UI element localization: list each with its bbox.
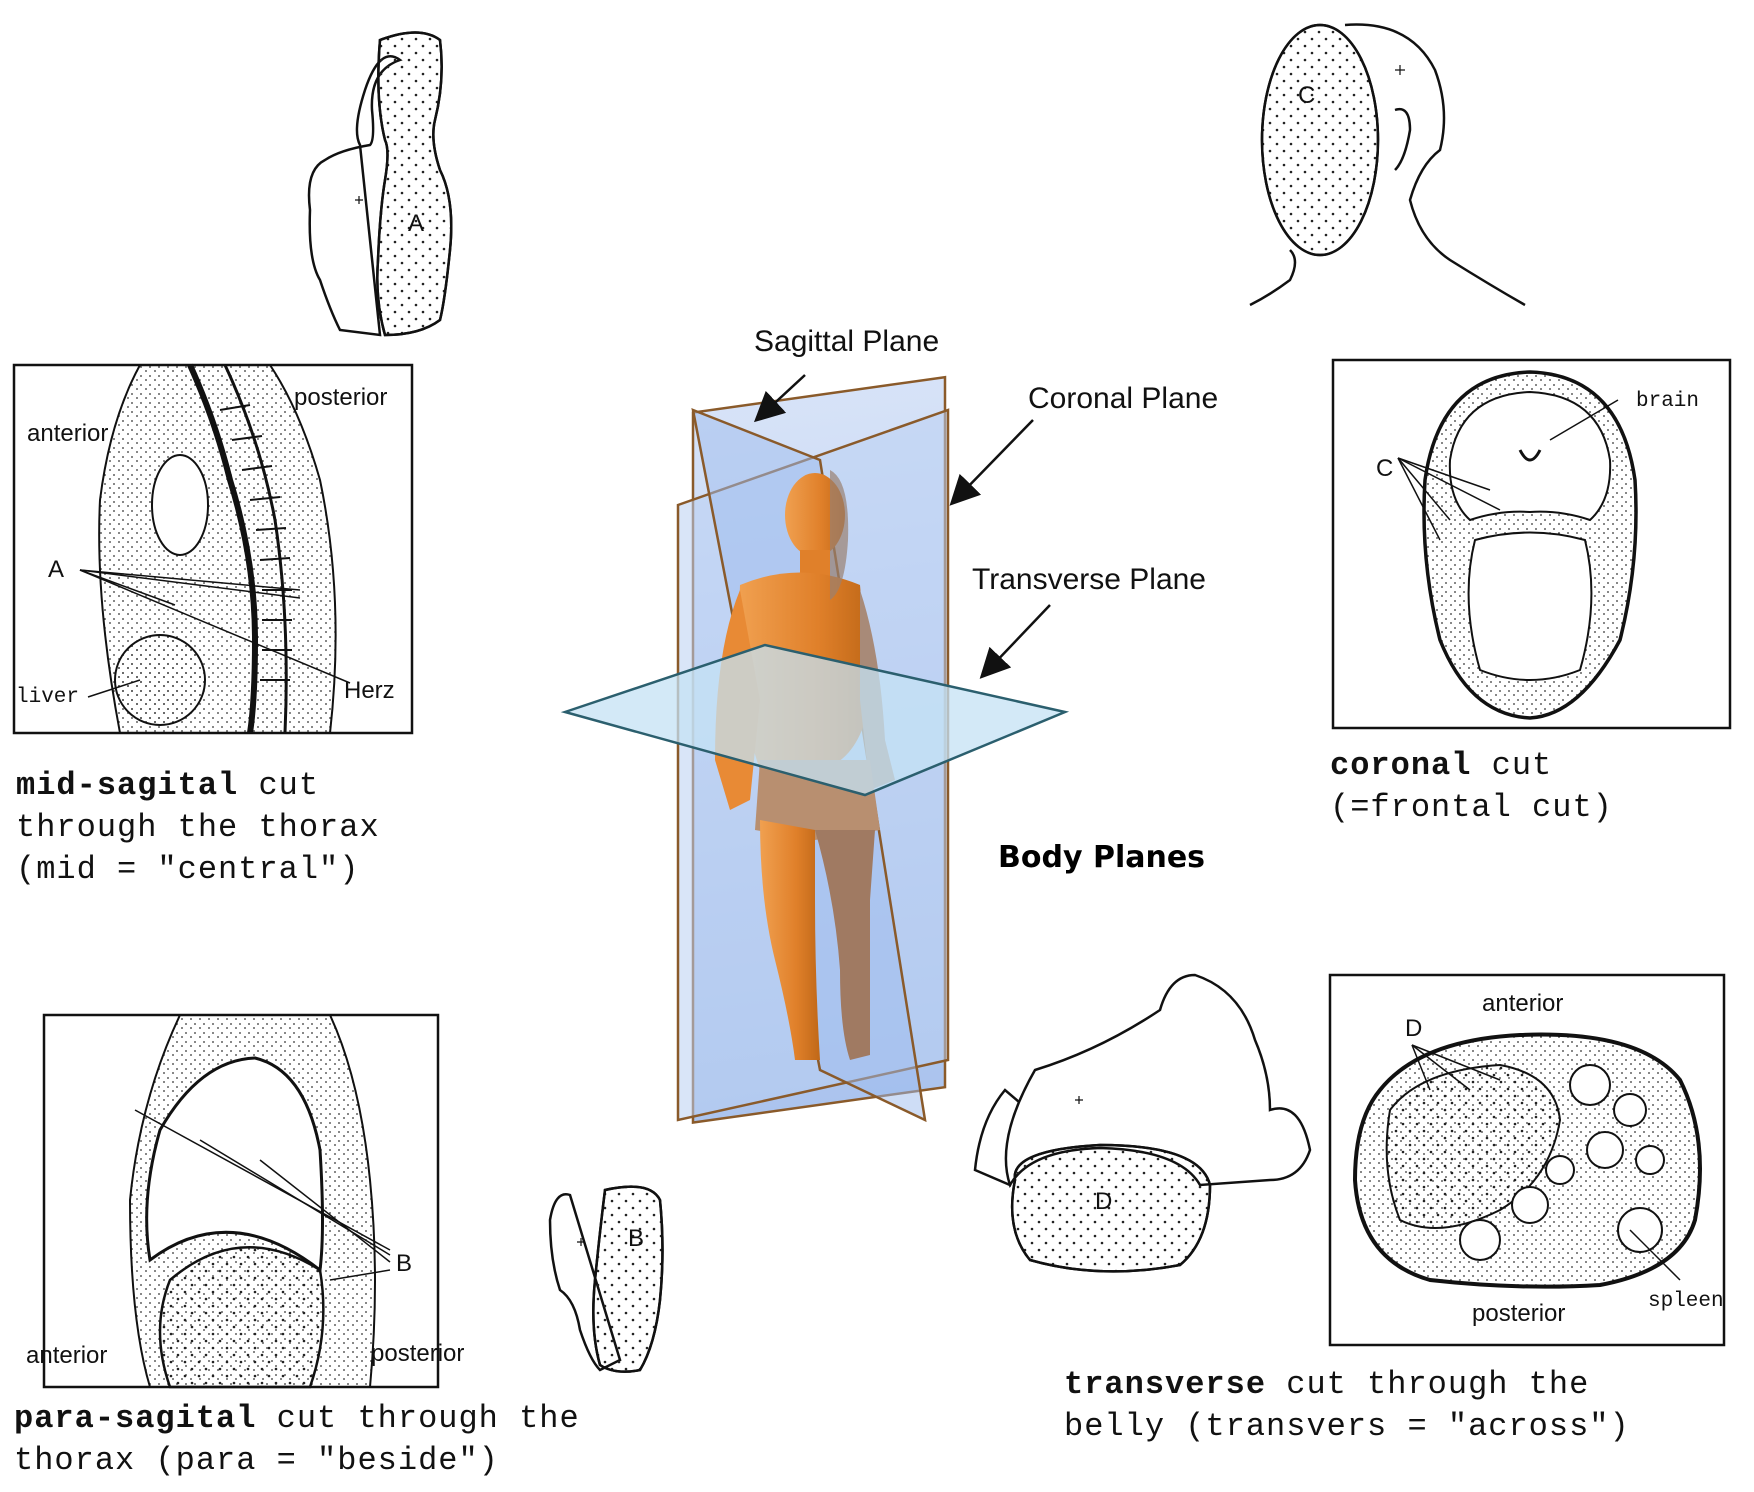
mid-sagittal-caption-rest: cut [238, 767, 320, 804]
para-sagittal-caption: para-sagital cut through the thorax (para… [14, 1398, 580, 1482]
mid-sagittal-anterior-label: anterior [27, 420, 109, 447]
transverse-caption-line2: belly (transvers = "across") [1064, 1408, 1630, 1445]
liver-label: liver [16, 686, 80, 709]
coronal-head-figure [1249, 23, 1526, 307]
body-planes-figure [560, 374, 1070, 1125]
para-sagittal-figure-letter: B [628, 1225, 645, 1252]
transverse-posterior-label: posterior [1472, 1300, 1566, 1327]
spleen-label: spleen [1648, 1290, 1724, 1313]
transverse-plane-label: Transverse Plane [972, 563, 1206, 596]
transverse-torso-figure [973, 973, 1312, 1273]
transverse-letter-d: D [1405, 1015, 1423, 1042]
transverse-anterior-label: anterior [1482, 990, 1564, 1017]
coronal-section [1331, 358, 1732, 730]
para-sagittal-caption-line2: thorax (para = "beside") [14, 1442, 499, 1479]
sagittal-plane-label: Sagittal Plane [754, 325, 940, 358]
para-sagittal-term: para-sagital [14, 1400, 257, 1437]
body-planes-title: Body Planes [998, 840, 1206, 875]
transverse-section [1328, 973, 1726, 1347]
mid-sagittal-term: mid-sagital [16, 767, 239, 804]
para-sagittal-anterior-label: anterior [26, 1342, 108, 1369]
transverse-caption: transverse cut through the belly (transve… [1064, 1364, 1630, 1448]
coronal-term: coronal [1330, 747, 1472, 784]
para-sagittal-posterior-label: posterior [371, 1340, 465, 1367]
mid-sagittal-figure-letter: A [408, 210, 425, 237]
coronal-figure-letter: C [1298, 82, 1316, 109]
coronal-caption: coronal cut (=frontal cut) [1330, 745, 1613, 829]
transverse-term: transverse [1064, 1366, 1267, 1403]
mid-sagittal-letter-a: A [48, 556, 65, 583]
coronal-letter-c: C [1376, 455, 1394, 482]
mid-sagittal-posterior-label: posterior [294, 384, 388, 411]
mid-sagittal-section [12, 363, 414, 735]
transverse-caption-rest: cut through the [1266, 1366, 1590, 1403]
coronal-caption-line2: (=frontal cut) [1330, 789, 1613, 826]
sagittal-torso-figure [307, 31, 453, 337]
heart-label: Herz [344, 677, 395, 704]
para-sagittal-caption-rest: cut through the [256, 1400, 580, 1437]
para-sagittal-section [42, 1013, 440, 1389]
mid-sagittal-caption-line3: (mid = "central") [16, 851, 360, 888]
mid-sagittal-caption-line2: through the thorax [16, 809, 380, 846]
coronal-caption-rest: cut [1471, 747, 1553, 784]
coronal-plane-label: Coronal Plane [1028, 382, 1219, 415]
para-sagittal-torso-figure [548, 1185, 664, 1373]
transverse-figure-letter: D [1095, 1188, 1113, 1215]
brain-label: brain [1636, 390, 1700, 413]
mid-sagittal-caption: mid-sagital cut through the thorax (mid = … [16, 765, 380, 891]
para-sagittal-letter-b: B [396, 1250, 413, 1277]
